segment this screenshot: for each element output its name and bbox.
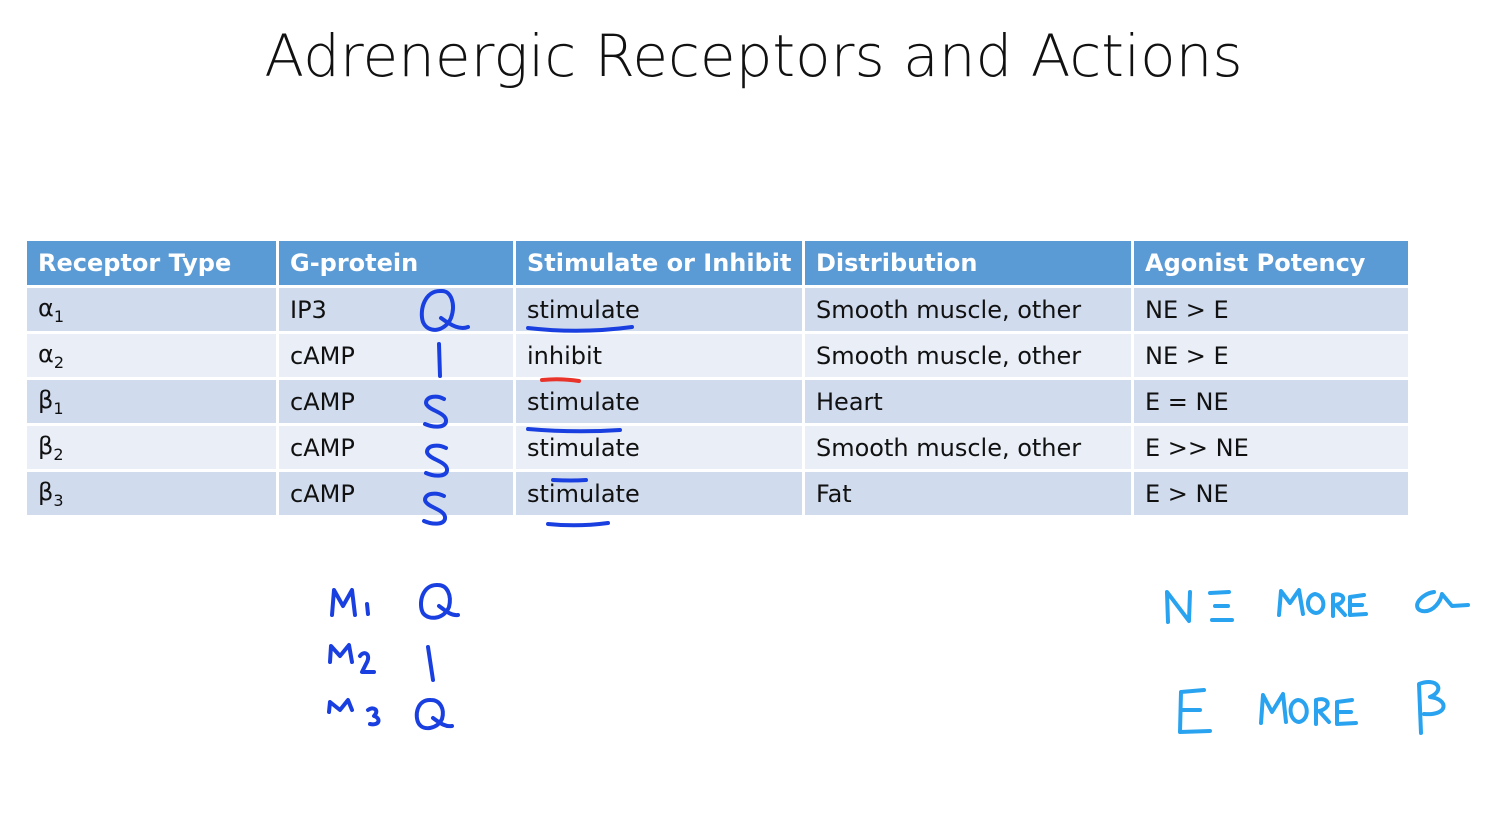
potency-notes <box>1165 588 1470 735</box>
potency-cell: E > NE <box>1131 469 1411 518</box>
potency-cell: E = NE <box>1131 377 1411 426</box>
potency-cell: NE > E <box>1131 285 1411 334</box>
g-protein-cell: cAMP <box>276 469 516 518</box>
receptor-type-cell: β1 <box>24 377 279 426</box>
table-row: α2 cAMP inhibit Smooth muscle, other NE … <box>24 331 1411 380</box>
g-protein-cell: IP3 <box>276 285 516 334</box>
table-row: α1 IP3 stimulate Smooth muscle, other NE… <box>24 285 1411 334</box>
action-cell: stimulate <box>513 377 805 426</box>
table-row: β1 cAMP stimulate Heart E = NE <box>24 377 1411 426</box>
table-row: β2 cAMP stimulate Smooth muscle, other E… <box>24 423 1411 472</box>
header-agonist-potency: Agonist Potency <box>1131 238 1411 288</box>
action-cell: stimulate <box>513 423 805 472</box>
distribution-cell: Smooth muscle, other <box>802 423 1134 472</box>
header-g-protein: G-protein <box>276 238 516 288</box>
potency-cell: E >> NE <box>1131 423 1411 472</box>
action-cell: stimulate <box>513 285 805 334</box>
g-protein-cell: cAMP <box>276 331 516 380</box>
action-cell: inhibit <box>513 331 805 380</box>
note-m1 <box>330 588 370 617</box>
note-m2-i <box>426 645 435 682</box>
distribution-cell: Smooth muscle, other <box>802 331 1134 380</box>
underline-row-5 <box>546 521 610 528</box>
header-receptor-type: Receptor Type <box>24 238 279 288</box>
note-e-more-beta <box>1178 680 1446 735</box>
header-distribution: Distribution <box>802 238 1134 288</box>
note-m3 <box>327 698 381 727</box>
distribution-cell: Heart <box>802 377 1134 426</box>
muscarinic-notes <box>327 583 460 731</box>
receptor-type-cell: α2 <box>24 331 279 380</box>
receptor-table: Receptor Type G-protein Stimulate or Inh… <box>24 238 1411 518</box>
note-ne-more-alpha <box>1165 588 1470 624</box>
note-m2 <box>328 643 376 674</box>
header-stimulate-inhibit: Stimulate or Inhibit <box>513 238 805 288</box>
receptor-type-cell: β2 <box>24 423 279 472</box>
distribution-cell: Smooth muscle, other <box>802 285 1134 334</box>
note-m1-q <box>418 583 460 620</box>
table-header-row: Receptor Type G-protein Stimulate or Inh… <box>24 238 1411 288</box>
receptor-type-cell: α1 <box>24 285 279 334</box>
slide-title: Adrenergic Receptors and Actions <box>264 22 1243 90</box>
g-protein-cell: cAMP <box>276 423 516 472</box>
potency-cell: NE > E <box>1131 331 1411 380</box>
table-row: β3 cAMP stimulate Fat E > NE <box>24 469 1411 518</box>
distribution-cell: Fat <box>802 469 1134 518</box>
action-cell: stimulate <box>513 469 805 518</box>
receptor-type-cell: β3 <box>24 469 279 518</box>
g-protein-cell: cAMP <box>276 377 516 426</box>
note-m3-q <box>414 698 454 731</box>
